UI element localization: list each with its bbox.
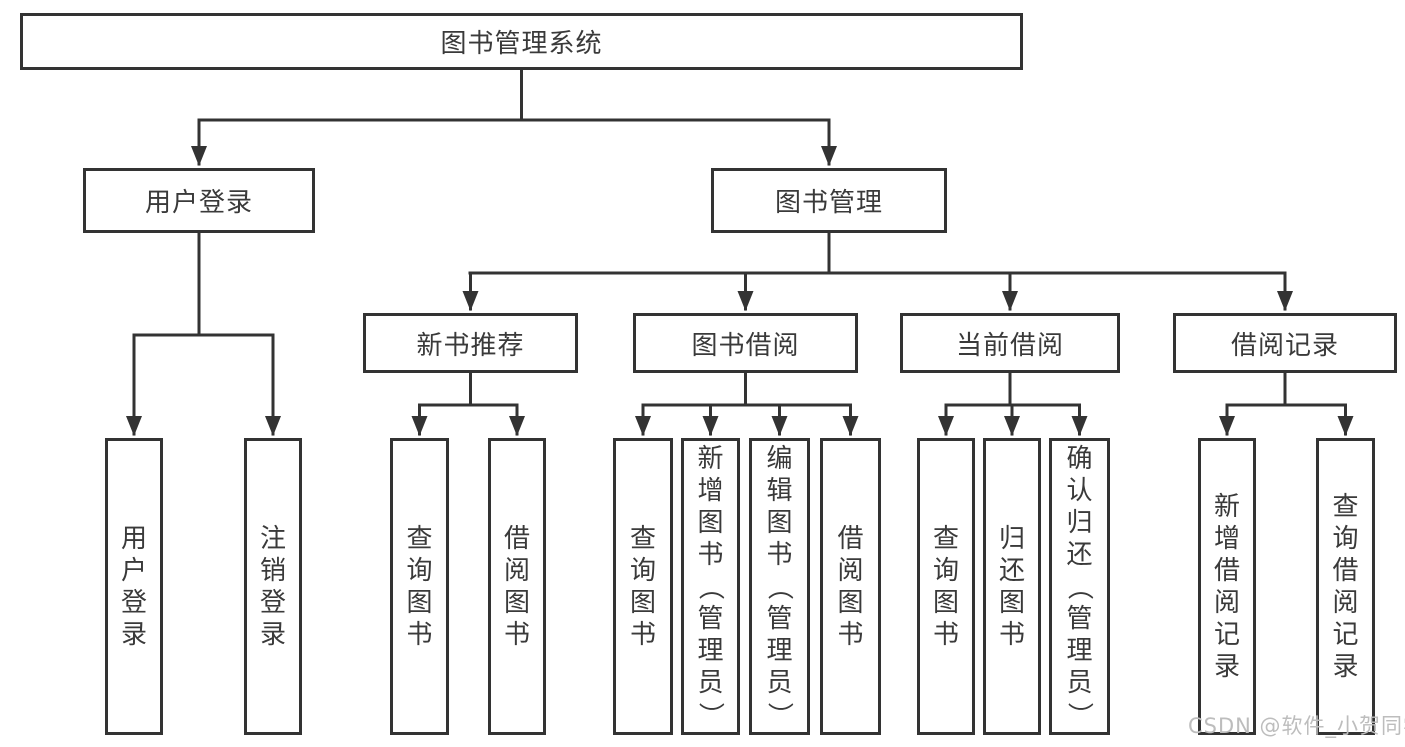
node-label: 当前借阅 (955, 330, 1064, 361)
leaf-query-borrow-record: 查询借阅记录 (1316, 438, 1375, 735)
node-book-management: 图书管理 (711, 168, 947, 233)
leaf-add-borrow-record: 新增借阅记录 (1198, 438, 1256, 735)
leaf-user-login: 用户登录 (105, 438, 163, 735)
node-label: 新书推荐 (416, 330, 525, 361)
node-book-borrow: 图书借阅 (633, 313, 858, 373)
node-label: 图书管理系统 (440, 29, 603, 59)
node-label: 图书管理 (774, 188, 883, 218)
leaf-label: 查询借阅记录 (1332, 491, 1359, 682)
leaf-label: 新增借阅记录 (1213, 491, 1240, 682)
leaf-label: 注销登录 (259, 523, 286, 650)
node-library-management-system: 图书管理系统 (20, 13, 1023, 70)
leaf-edit-book-admin: 编辑图书（管理员） (749, 438, 810, 735)
node-user-login: 用户登录 (83, 168, 315, 233)
leaf-query-books-recommend: 查询图书 (390, 438, 449, 735)
node-current-borrow: 当前借阅 (900, 313, 1120, 373)
leaf-label: 借阅图书 (503, 523, 530, 650)
leaf-label: 编辑图书（管理员） (764, 443, 795, 728)
leaf-query-books-current: 查询图书 (917, 438, 975, 735)
leaf-label: 新增图书（管理员） (695, 443, 726, 728)
leaf-label: 查询图书 (406, 523, 433, 650)
leaf-return-book: 归还图书 (983, 438, 1041, 735)
leaf-logout: 注销登录 (244, 438, 302, 735)
node-borrow-records: 借阅记录 (1173, 313, 1397, 373)
csdn-watermark: CSDN @软件_小贺同学 (1188, 714, 1405, 738)
leaf-borrow-books-recommend: 借阅图书 (488, 438, 546, 735)
leaf-borrow-books: 借阅图书 (820, 438, 881, 735)
leaf-query-books-borrow: 查询图书 (613, 438, 673, 735)
leaf-label: 查询图书 (932, 523, 959, 650)
node-label: 借阅记录 (1230, 330, 1339, 361)
leaf-label: 用户登录 (120, 523, 147, 650)
leaf-label: 借阅图书 (837, 523, 864, 650)
node-label: 用户登录 (144, 188, 253, 218)
node-new-book-recommend: 新书推荐 (363, 313, 578, 373)
node-label: 图书借阅 (691, 330, 800, 361)
leaf-label: 确认归还（管理员） (1064, 443, 1095, 728)
leaf-label: 查询图书 (629, 523, 656, 650)
leaf-label: 归还图书 (998, 523, 1025, 650)
leaf-add-book-admin: 新增图书（管理员） (681, 438, 740, 735)
leaf-confirm-return-admin: 确认归还（管理员） (1049, 438, 1110, 735)
